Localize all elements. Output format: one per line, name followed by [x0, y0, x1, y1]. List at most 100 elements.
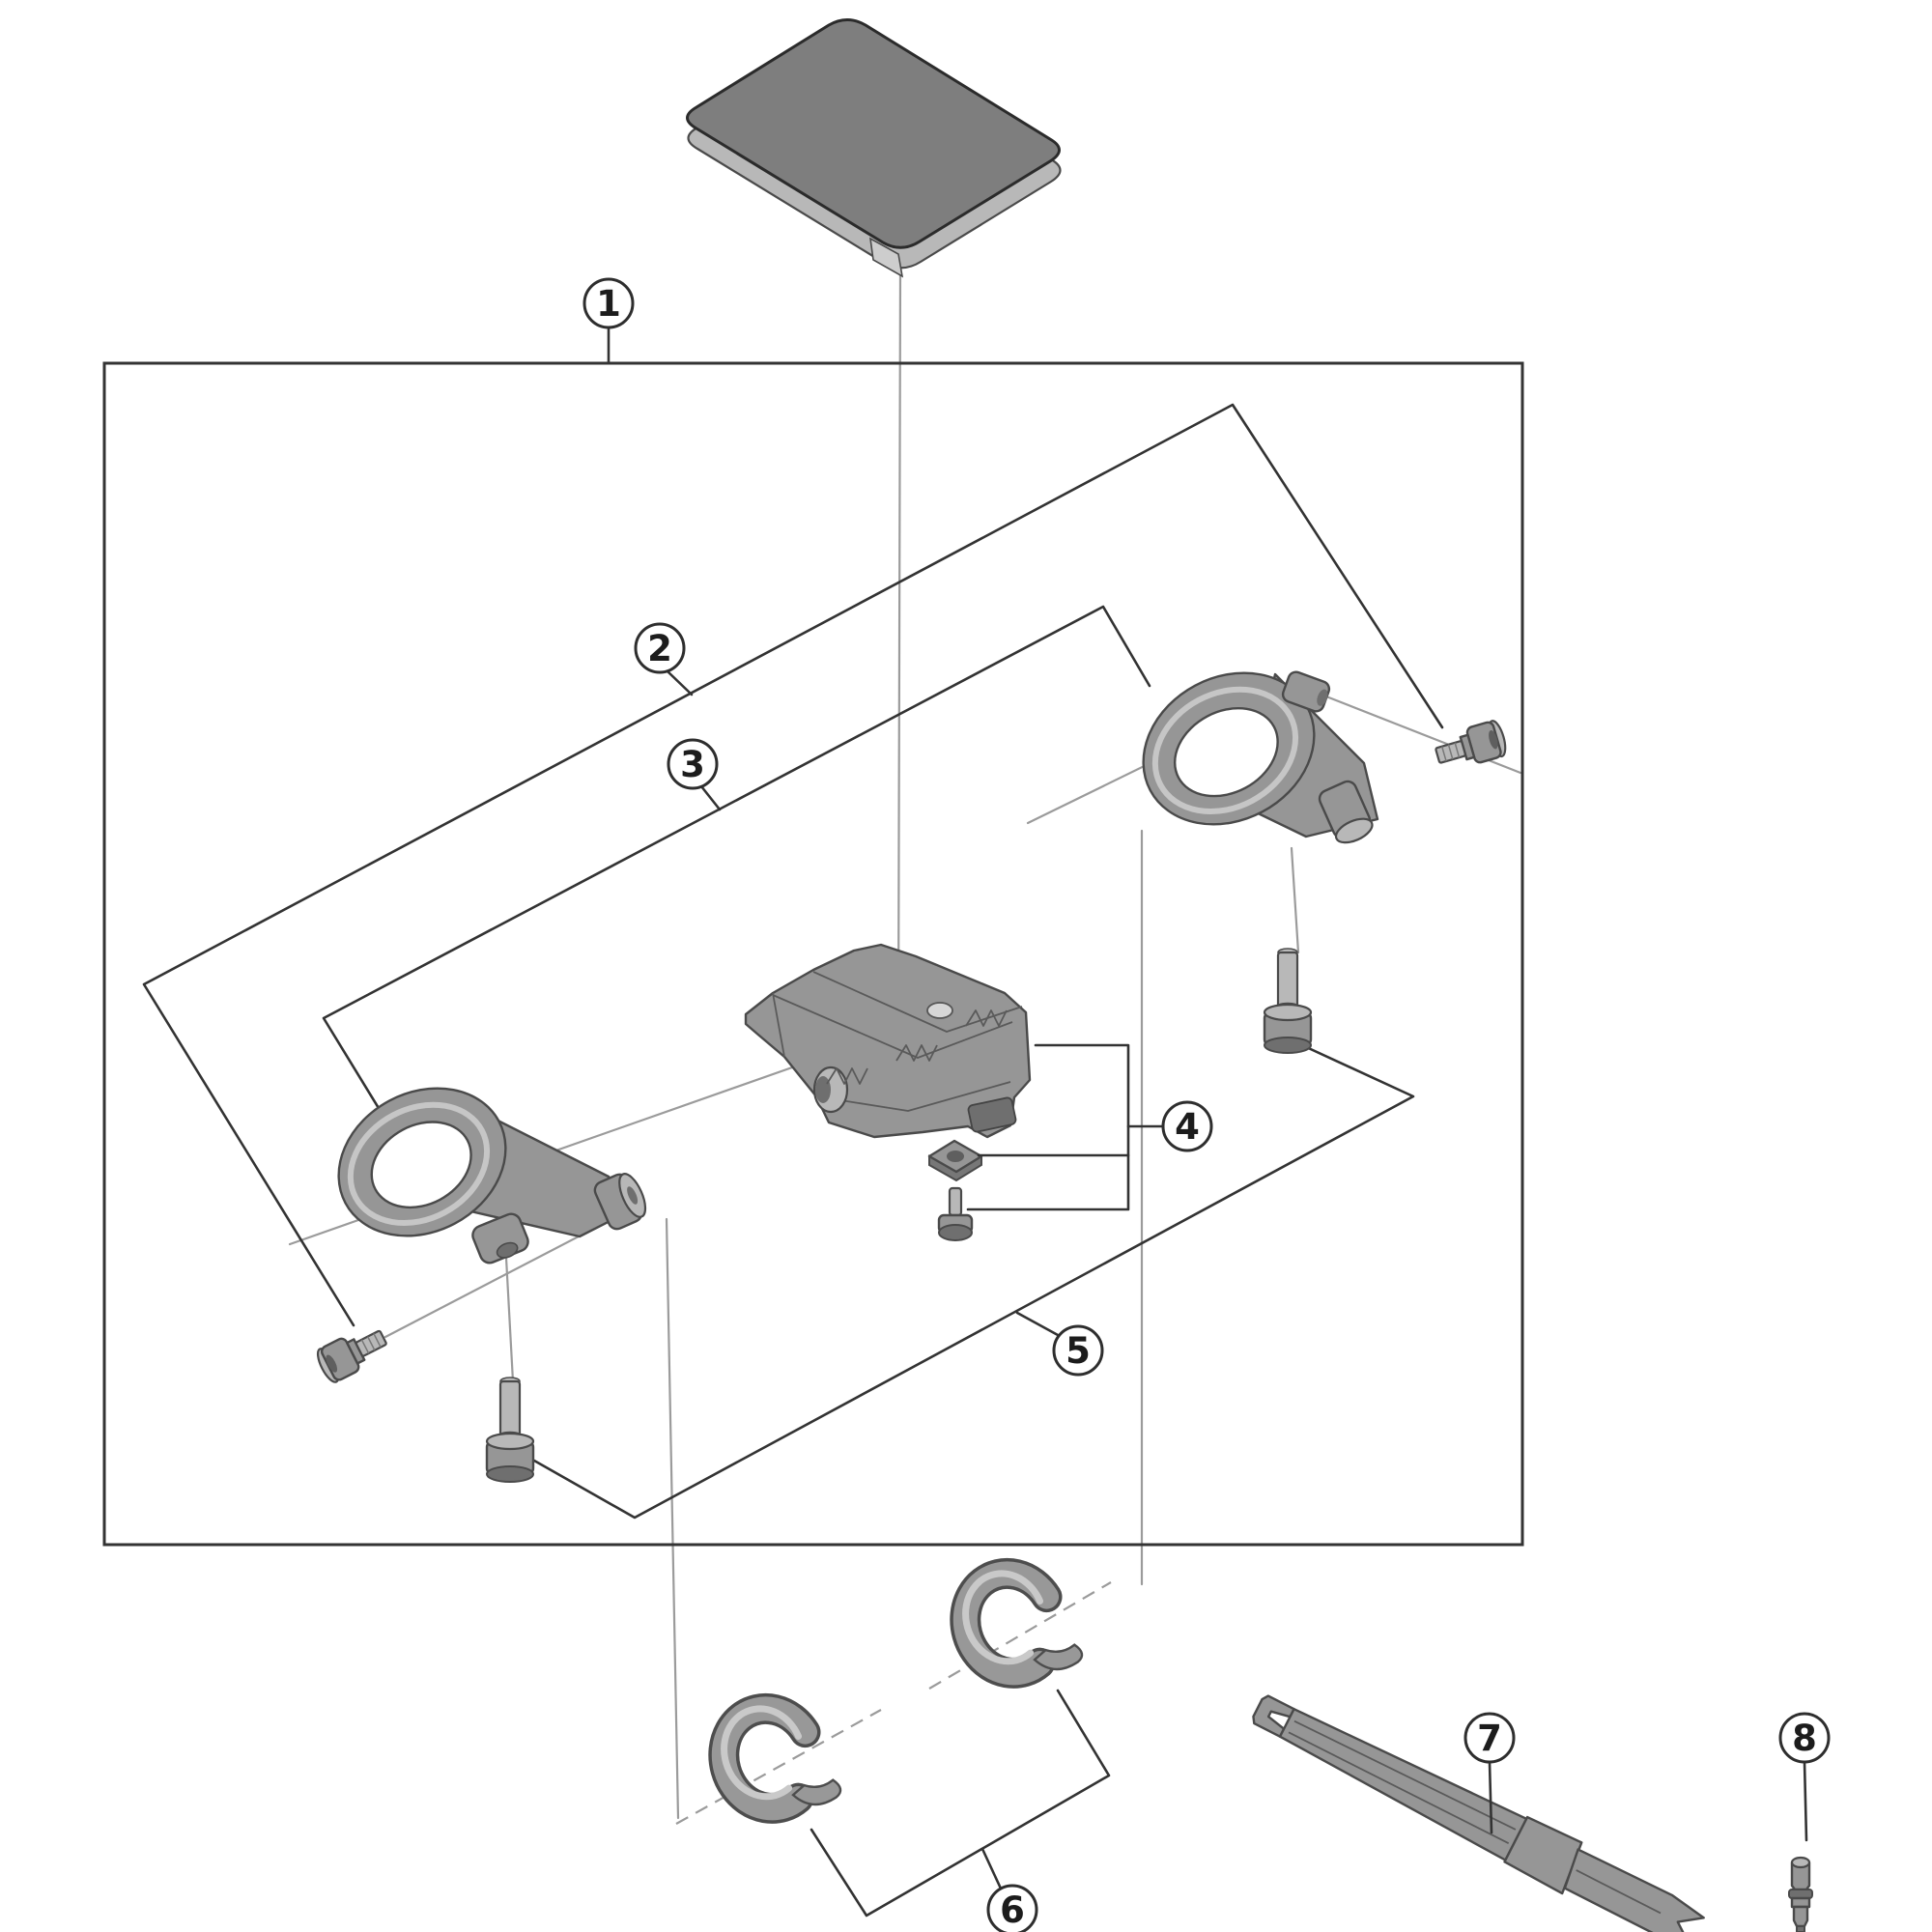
right-bolt-boss-hole: [1317, 689, 1328, 706]
thread-line: [1447, 744, 1454, 760]
callout-5: 5: [1052, 1324, 1104, 1377]
thread-line: [360, 1339, 370, 1354]
mount-bracket: [744, 943, 1032, 1139]
callout-2-number: 2: [647, 628, 672, 669]
square-nut: [927, 1139, 983, 1182]
callout-7-number: 7: [1477, 1718, 1502, 1759]
leader-3: [699, 784, 722, 811]
callout-4: 4: [1161, 1100, 1213, 1152]
thread-line: [1440, 746, 1447, 762]
leader-7: [1488, 1760, 1493, 1834]
callout-1: 1: [582, 277, 635, 329]
thread-line: [373, 1333, 382, 1349]
plug-tool: [1252, 1694, 1705, 1932]
left-spacer-axis: [675, 1709, 882, 1825]
right-mount-bolt: [1263, 948, 1313, 1054]
group-outline-5: [532, 1043, 1415, 1520]
right-spacer-highlight: [962, 1570, 1044, 1665]
thread-line: [366, 1336, 376, 1351]
tool-ridge-3: [1576, 1869, 1662, 1915]
callout-8-number: 8: [1792, 1718, 1817, 1759]
left-mount-bolt-head-top: [485, 1432, 535, 1451]
right-clamp-pivot-boss: [1318, 780, 1374, 844]
left-pivot-hole: [627, 1186, 639, 1205]
leader-6-bracket: [810, 1689, 1111, 1918]
right-clamp-band: [1142, 670, 1379, 844]
left-spacer-highlight: [721, 1705, 803, 1801]
left-spacer-lip: [791, 1778, 842, 1806]
leader-2: [665, 668, 694, 696]
bracket-spring-1: [826, 1067, 868, 1085]
right-spacer-axis: [928, 1581, 1112, 1690]
plug-mid: [1790, 1896, 1811, 1909]
left-rubber-spacer: [708, 1692, 842, 1824]
tool-collar: [1503, 1815, 1583, 1895]
callout-2: 2: [634, 622, 686, 674]
bracket-inner-wall: [812, 971, 1023, 1033]
left-clamp-pivot-boss: [593, 1173, 647, 1231]
callout-6: 6: [986, 1884, 1038, 1932]
right-mount-bolt-shaft: [1276, 951, 1299, 1010]
callout-5-circle: [1052, 1324, 1104, 1377]
callouts: 1 2 3 4 5 6 7 8: [582, 277, 1831, 1932]
callout-6-circle: [986, 1884, 1038, 1932]
group-outline-3: [322, 605, 1151, 1154]
left-mount-bolt-head-bottom: [486, 1465, 534, 1483]
display-top-face: [686, 18, 1061, 249]
bracket-battery-tab: [967, 1096, 1017, 1133]
left-clamp-bolt-socket: [326, 1354, 338, 1373]
left-mount-bolt-axis: [504, 1256, 515, 1383]
callout-4-number: 4: [1175, 1106, 1200, 1148]
leader-5: [1015, 1311, 1060, 1337]
left-mount-bolt-shaft: [498, 1379, 522, 1439]
group-box-1: [102, 361, 1524, 1547]
left-clamp-screw-boss: [471, 1212, 529, 1264]
left-clamp-drop-line: [665, 1217, 680, 1820]
bracket-screw: [937, 1186, 974, 1241]
screw-shaft: [948, 1186, 963, 1217]
left-screw-boss-hole: [496, 1241, 519, 1259]
display-corner-bevel: [868, 237, 904, 278]
display-center-line: [896, 265, 902, 1034]
plug-tip: [1790, 1856, 1811, 1869]
callout-6-number: 6: [1000, 1889, 1025, 1931]
bracket-spring-3: [965, 1009, 1008, 1027]
display-unit: [686, 18, 1062, 278]
callout-1-circle: [582, 277, 635, 329]
callout-7: 7: [1463, 1712, 1516, 1764]
connector-plug: [1788, 1856, 1813, 1932]
callout-3-number: 3: [680, 744, 705, 785]
left-clamp-band: [337, 1087, 647, 1264]
bracket-front-lip: [815, 1081, 1011, 1112]
plug-end: [1796, 1925, 1805, 1932]
right-mount-bolt-head-bottom: [1264, 1037, 1312, 1054]
tool-ridge-2: [1288, 1731, 1510, 1844]
leader-6: [980, 1847, 1003, 1890]
callout-8-circle: [1778, 1712, 1831, 1764]
callout-3-circle: [667, 738, 719, 790]
leader-8: [1803, 1760, 1808, 1842]
plug-flange: [1788, 1889, 1813, 1899]
left-bolt-axis: [384, 1223, 603, 1339]
right-mount-bolt-axis: [1290, 846, 1300, 954]
right-clamp-bolt-socket: [1489, 730, 1498, 750]
left-mount-bolt: [485, 1377, 535, 1483]
right-clamp-bolt-boss: [1281, 670, 1331, 713]
callout-3: 3: [667, 738, 719, 790]
bracket-left-flap-edge: [772, 992, 785, 1058]
left-clamp-ring: [337, 1087, 507, 1237]
bracket-top-hole: [926, 1002, 953, 1019]
right-pivot-face: [1334, 817, 1374, 844]
right-spacer-lip: [1033, 1643, 1084, 1671]
left-clamp-bolt: [316, 1329, 387, 1383]
tool-ridge-1: [1293, 1719, 1517, 1831]
right-clamp-ring-highlight: [1151, 686, 1299, 815]
right-mount-bolt-head-top: [1263, 1003, 1313, 1022]
callout-4-circle: [1161, 1100, 1213, 1152]
screw-head-bottom: [938, 1224, 973, 1241]
nut-hole: [947, 1151, 964, 1162]
thread-line: [1454, 742, 1461, 758]
bracket-ridge: [772, 994, 1013, 1059]
callout-1-number: 1: [596, 283, 621, 325]
